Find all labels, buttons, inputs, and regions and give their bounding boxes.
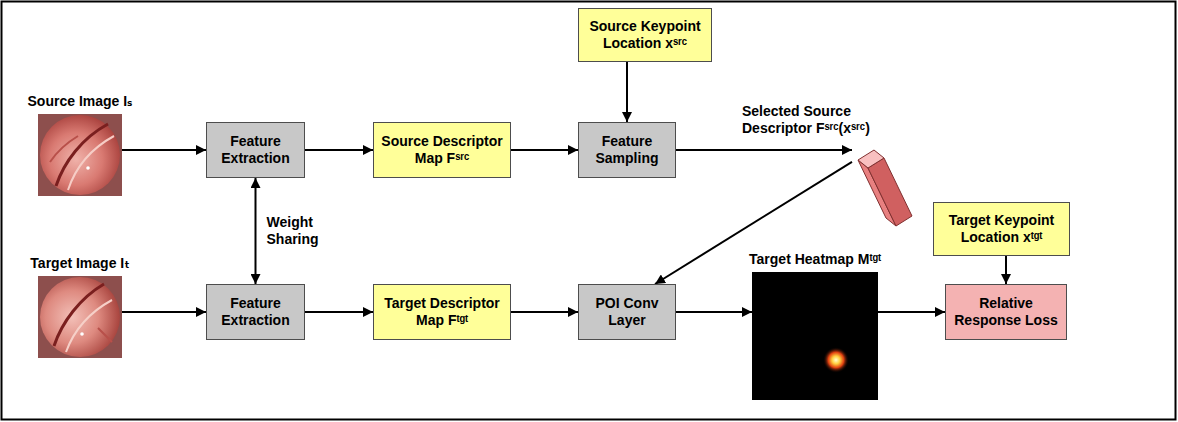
arrow-connector bbox=[511, 149, 578, 151]
heading-label: Target Heatmap Mᵗᵍᵗ bbox=[749, 251, 881, 268]
keypoint-marker bbox=[86, 166, 90, 170]
process-box: POI Conv Layer bbox=[578, 284, 676, 340]
arrow-connector bbox=[878, 311, 945, 313]
descriptor-vector: Selected Source Descriptor Fˢʳᶜ(xˢʳᶜ) bbox=[852, 145, 912, 229]
arrow-connector bbox=[122, 149, 206, 151]
bar-face bbox=[868, 158, 912, 226]
box-label: Target Descriptor Map Fᵗᵍᵗ bbox=[378, 295, 506, 329]
tissue-fold bbox=[98, 328, 112, 342]
keypoint-marker bbox=[80, 332, 84, 336]
arrow-connector bbox=[122, 311, 206, 313]
arrow-connector bbox=[676, 311, 752, 313]
process-box: Feature Extraction bbox=[206, 284, 305, 340]
source-endoscopy-image bbox=[38, 114, 122, 196]
arrow-connector bbox=[255, 178, 257, 284]
heatmap-image bbox=[752, 272, 878, 400]
process-box: Feature Extraction bbox=[206, 122, 305, 178]
box-label: Feature Sampling bbox=[583, 133, 671, 167]
tissue-fold bbox=[50, 136, 78, 162]
heatmap-ground bbox=[752, 272, 878, 400]
endoscope-view bbox=[40, 115, 120, 195]
bar-cap bbox=[858, 150, 884, 168]
tissue-fold bbox=[56, 124, 108, 186]
loss-box: Relative Response Loss bbox=[945, 284, 1067, 340]
data-box: Target Keypoint Location xᵗᵍᵗ bbox=[933, 202, 1070, 256]
endoscope-view bbox=[40, 277, 120, 357]
arrow-connector bbox=[305, 149, 373, 151]
data-box: Source Descriptor Map Fˢʳᶜ bbox=[373, 122, 511, 178]
arrow-connector bbox=[676, 149, 852, 151]
target-endoscopy-image bbox=[38, 276, 122, 358]
heading-label: Source Image Iₛ bbox=[28, 93, 133, 110]
box-label: Feature Extraction bbox=[211, 295, 300, 329]
heading-label: Selected Source Descriptor Fˢʳᶜ(xˢʳᶜ) bbox=[742, 103, 917, 137]
tissue-highlight bbox=[66, 300, 112, 352]
tissue-highlight bbox=[68, 136, 114, 190]
box-label: Source Descriptor Map Fˢʳᶜ bbox=[378, 133, 506, 167]
image-backdrop bbox=[38, 276, 122, 358]
heading-label: Target Image Iₜ bbox=[30, 255, 129, 272]
box-label: Relative Response Loss bbox=[950, 295, 1062, 329]
box-label: POI Conv Layer bbox=[583, 295, 671, 329]
arrow-connector bbox=[511, 311, 578, 313]
heatmap: Target Heatmap Mᵗᵍᵗ bbox=[752, 272, 878, 400]
target-image: Target Image Iₜ bbox=[38, 276, 122, 358]
image-backdrop bbox=[38, 114, 122, 196]
data-box: Source Keypoint Location xˢʳᶜ bbox=[578, 8, 712, 62]
edge-label: Weight Sharing bbox=[267, 214, 347, 248]
tissue-fold bbox=[54, 284, 104, 346]
arrow-connector bbox=[626, 62, 628, 122]
descriptor-bar-symbol bbox=[858, 150, 912, 226]
box-label: Feature Extraction bbox=[211, 133, 300, 167]
box-label: Source Keypoint Location xˢʳᶜ bbox=[583, 18, 707, 52]
box-label: Target Keypoint Location xᵗᵍᵗ bbox=[938, 212, 1065, 246]
heatmap-peak bbox=[823, 347, 849, 373]
arrow-connector bbox=[1005, 256, 1007, 284]
process-box: Feature Sampling bbox=[578, 122, 676, 178]
source-image: Source Image Iₛ bbox=[38, 114, 122, 196]
data-box: Target Descriptor Map Fᵗᵍᵗ bbox=[373, 284, 511, 340]
arrow-connector bbox=[305, 311, 373, 313]
